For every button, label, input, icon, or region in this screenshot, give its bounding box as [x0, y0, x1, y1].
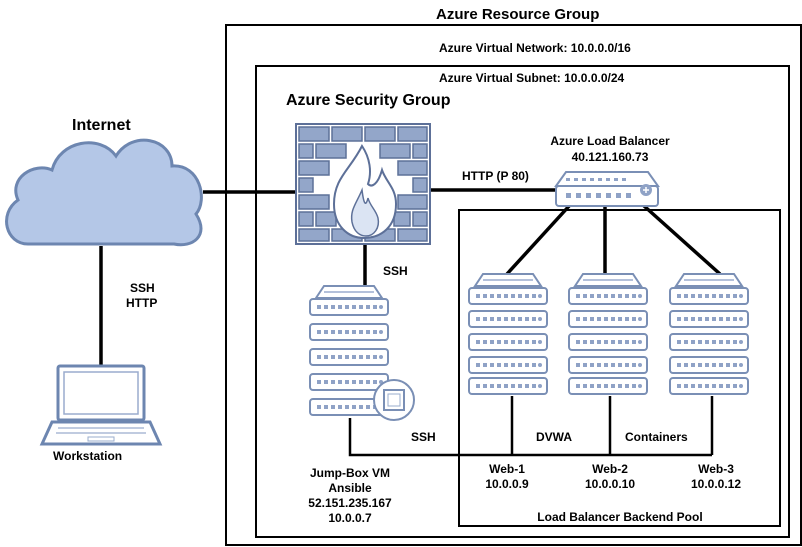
web3-server-icon [669, 273, 749, 395]
web1-name: Web-1 [489, 462, 525, 476]
subnet-label: Azure Virtual Subnet: 10.0.0.0/24 [439, 71, 625, 85]
load-balancer-icon [554, 171, 660, 207]
security-group-title: Azure Security Group [286, 92, 451, 109]
jump-box-role: Ansible [328, 481, 372, 495]
jump-box-name: Jump-Box VM [309, 466, 390, 480]
web3-ip: 10.0.0.12 [690, 477, 742, 491]
jump-box-private-ip: 10.0.0.7 [328, 511, 372, 525]
conn-ssh-label: SSH [130, 281, 155, 295]
web1-ip: 10.0.0.9 [485, 477, 529, 491]
containers-label: Containers [625, 430, 688, 444]
web2-ip: 10.0.0.10 [584, 477, 636, 491]
http-port-label: HTTP (P 80) [462, 169, 529, 183]
jump-web-ssh-label: SSH [411, 430, 436, 444]
web1-server-icon [468, 273, 548, 395]
vnet-label: Azure Virtual Network: 10.0.0.0/16 [439, 41, 631, 55]
load-balancer-ip: 40.121.160.73 [571, 150, 649, 164]
laptop-icon [39, 364, 163, 446]
backend-pool-border [458, 209, 781, 527]
resource-group-border [225, 24, 802, 546]
firewall-icon [295, 123, 431, 245]
firewall-jump-ssh-label: SSH [383, 264, 408, 278]
load-balancer-name: Azure Load Balancer [550, 134, 670, 148]
web2-name: Web-2 [592, 462, 628, 476]
conn-http-label: HTTP [126, 296, 158, 310]
resource-group-title: Azure Resource Group [436, 6, 600, 23]
link-jump-web-bus [348, 418, 712, 457]
cloud-icon [5, 138, 203, 247]
link-lb-web3 [641, 203, 722, 276]
backend-pool-label: Load Balancer Backend Pool [537, 510, 703, 524]
jump-box-server-icon [309, 285, 415, 421]
web2-server-icon [568, 273, 648, 395]
internet-label: Internet [72, 117, 131, 134]
link-lb-web1 [505, 203, 572, 276]
dvwa-label: DVWA [536, 430, 572, 444]
vnet-subnet-border [255, 65, 790, 538]
web3-name: Web-3 [698, 462, 734, 476]
jump-box-public-ip: 52.151.235.167 [308, 496, 392, 510]
workstation-label: Workstation [53, 449, 123, 463]
